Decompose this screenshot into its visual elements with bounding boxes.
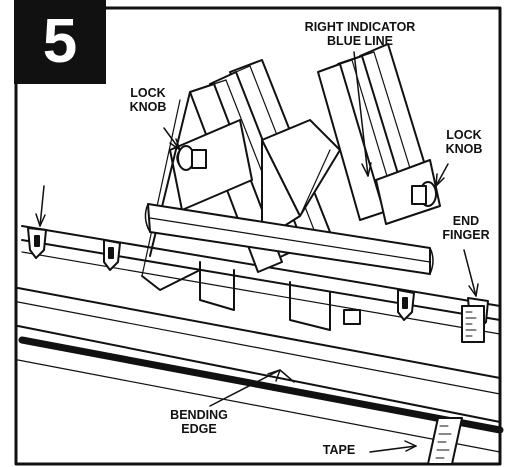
lock-knob-left-label: LOCK KNOB (129, 86, 167, 114)
end-finger-tape (461, 305, 485, 343)
step-number-badge: 5 (14, 0, 106, 84)
end-finger-label: END FINGER (442, 214, 490, 242)
frame-border (14, 6, 502, 466)
right-carriage (317, 43, 441, 225)
right-indicator-blue-line-label: RIGHT INDICATOR BLUE LINE (304, 20, 416, 48)
lock-knob-right-label: LOCK KNOB (445, 128, 483, 156)
center-wedge (261, 119, 341, 241)
base-table (17, 287, 504, 453)
bending-edge-label: BENDING EDGE (170, 408, 228, 436)
lock-knob-left (176, 145, 207, 171)
tape-label: TAPE (322, 443, 356, 457)
callout-arrows (35, 51, 479, 453)
workpiece-bar (144, 203, 434, 275)
lock-knob-right (411, 181, 437, 207)
carriage-base (199, 261, 361, 331)
measuring-tape (427, 417, 463, 465)
